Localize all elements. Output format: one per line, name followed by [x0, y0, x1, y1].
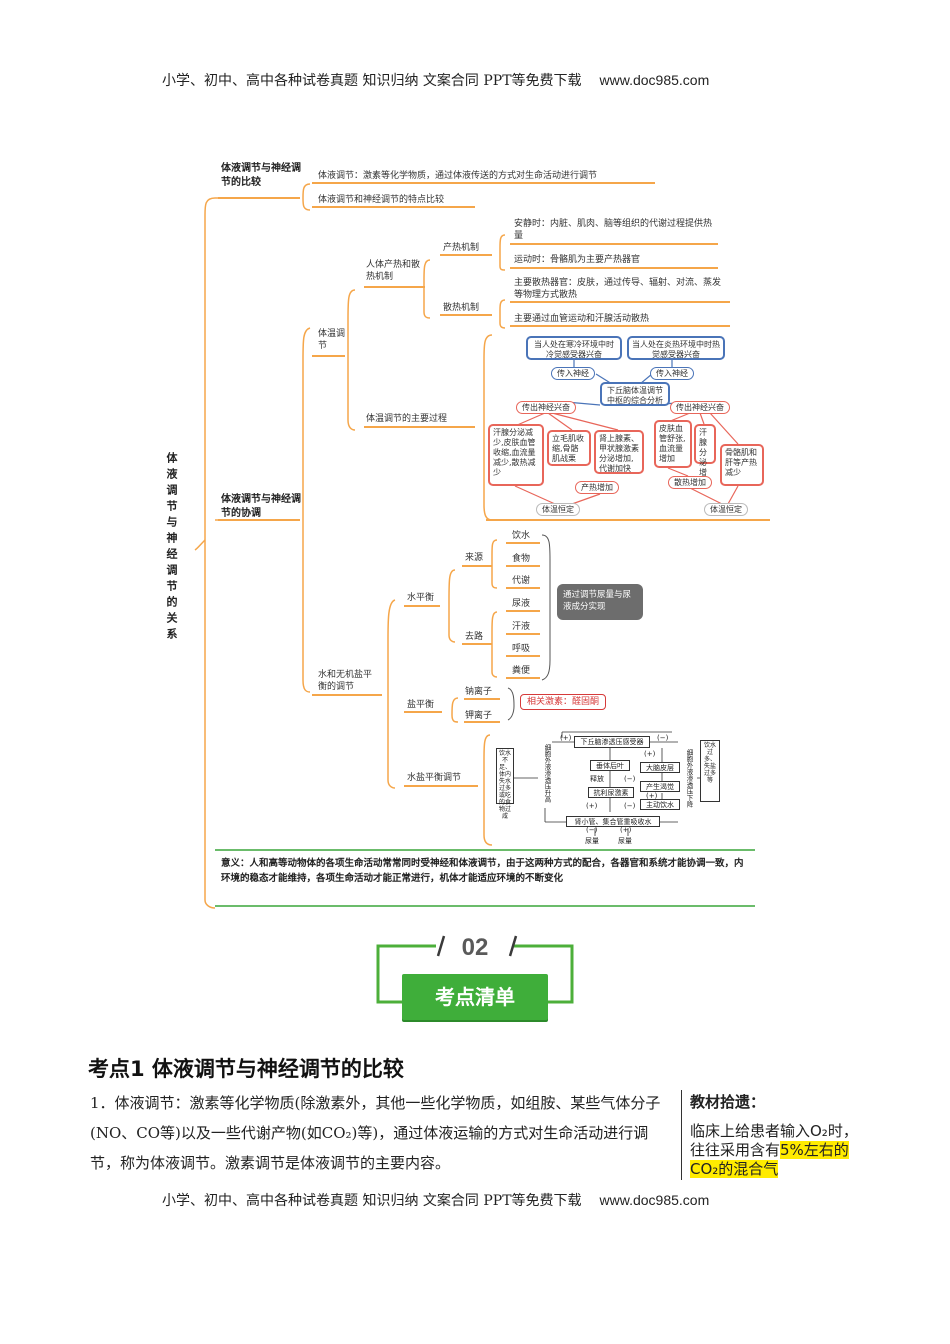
- badge-label: 考点清单: [435, 985, 515, 1009]
- flow-sign-2: (−): [657, 734, 669, 742]
- badge-label-box: 考点清单: [402, 974, 548, 1020]
- temp-stable-right: 体温恒定: [704, 503, 748, 516]
- source-2: 食物: [512, 554, 531, 564]
- water-source: 来源: [465, 553, 484, 563]
- heat-loss-up: 散热增加: [668, 476, 712, 489]
- flow-urine-right: 尿量: [618, 837, 632, 845]
- water-balance: 水平衡: [407, 593, 435, 603]
- sidebar: 教材拾遗： 临床上给患者输入O₂时，往往采用含有5%左右的CO₂的混合气: [690, 1093, 862, 1179]
- flow-sign-9: (+): [620, 826, 632, 834]
- water-note-box: 通过调节尿量与尿液成分实现: [557, 584, 643, 620]
- sidebar-divider: [681, 1090, 682, 1180]
- water-salt-label: 水和无机盐平衡的调节: [318, 670, 373, 692]
- flow-osmotic-up: 细胞外液渗透压升高: [538, 738, 552, 808]
- sink-4: 粪便: [512, 666, 531, 676]
- afferent-right: 传入神经: [650, 367, 694, 380]
- section-title: 考点1 体液调节与神经调节的比较: [88, 1057, 404, 1081]
- flow-thirst: 产生渴觉: [640, 781, 680, 792]
- hot-effect-2: 汗腺分泌增加: [694, 424, 716, 487]
- flow-sign-5: (+): [646, 792, 658, 800]
- footer-url[interactable]: www.doc985.com: [599, 1192, 710, 1208]
- flow-pituitary: 垂体后叶: [590, 760, 630, 771]
- hot-receptor-box: 当人处在炎热环境中时热觉感受器兴奋: [627, 336, 725, 360]
- section-paragraph: 1．体液调节：激素等化学物质(除激素外，其他一些化学物质，如组胺、某些气体分子(…: [90, 1094, 661, 1172]
- temp-label: 体温调节: [318, 329, 346, 351]
- mindmap-root-title: 体液调节与神经调节的关系: [165, 452, 178, 644]
- flow-osmotic-down: 细胞外液渗透压下降: [680, 738, 694, 818]
- hot-effect-1: 皮肤血管舒张,血流量增加: [654, 420, 692, 468]
- water-sink: 去路: [465, 632, 484, 642]
- afferent-left: 传入神经: [551, 367, 595, 380]
- flow-sign-8: (−): [586, 826, 598, 834]
- heat-loss: 散热机制: [443, 303, 480, 313]
- ion-sodium: 钠离子: [465, 687, 493, 697]
- badge-frame: [376, 935, 574, 1004]
- heat-loss-item-1: 主要散热器官：皮肤，通过传导、辐射、对流、蒸发等物理方式散热: [514, 278, 722, 300]
- sidebar-text: 临床上给患者输入O₂时，往往采用含有5%左右的CO₂的混合气: [690, 1122, 862, 1179]
- section-badge: 02 考点清单: [372, 934, 578, 1024]
- flow-left-cause: 饮水不足、体内失水过多或吃的食物过咸: [496, 748, 514, 820]
- flow-sign-4: (−): [624, 775, 636, 783]
- hormone-label: 相关激素：醛固酮: [527, 697, 600, 707]
- sink-3: 呼吸: [512, 644, 531, 654]
- flow-sign-3: (+): [644, 750, 656, 758]
- mind-map: 体液调节与神经调节的关系 体液调节与神经调节的比较 体液调节：激素等化学物质，通…: [165, 163, 770, 909]
- heat-loss-item-2: 主要通过血管运动和汗腺活动散热: [514, 314, 650, 324]
- badge-number: 02: [461, 934, 489, 961]
- cold-effect-1: 汗腺分泌减少,皮肤血管收缩,血流量减少,散热减少: [488, 424, 544, 486]
- flow-drink: 主动饮水: [640, 799, 680, 810]
- flow-cortex: 大脑皮层: [640, 762, 680, 773]
- cold-receptor-box: 当人处在寒冷环境中时冷觉感受器兴奋: [526, 336, 622, 360]
- flow-release: 释放: [590, 775, 604, 783]
- efferent-right: 传出神经兴奋: [670, 401, 730, 414]
- heat-production: 产热机制: [443, 243, 480, 253]
- hormone-box: 相关激素：醛固酮: [520, 694, 607, 710]
- sink-2: 汗液: [512, 622, 531, 632]
- flow-sign-7: (+): [586, 802, 598, 810]
- cold-effect-3: 肾上腺素、甲状腺激素分泌增加,代谢加快: [594, 430, 644, 474]
- efferent-left: 传出神经兴奋: [516, 401, 576, 414]
- flow-kidney: 肾小管、集合管重吸收水: [566, 816, 660, 827]
- mind-map-lines: [194, 182, 770, 909]
- ion-potassium: 钾离子: [465, 711, 493, 721]
- branch1-title: 体液调节与神经调节的比较: [221, 163, 301, 188]
- temp-mechanism: 人体产热和散热机制: [366, 260, 421, 282]
- source-3: 代谢: [512, 576, 531, 586]
- page-footer: 小学、初中、高中各种试卷真题 知识归纳 文案合同 PPT等免费下载 www.doc…: [162, 1190, 709, 1210]
- footer-text: 小学、初中、高中各种试卷真题 知识归纳 文案合同 PPT等免费下载: [162, 1193, 582, 1209]
- mindmap-meaning: 意义：人和高等动物体的各项生命活动常常同时受神经和体液调节，由于这两种方式的配合…: [221, 858, 744, 884]
- salt-balance: 盐平衡: [407, 700, 435, 710]
- source-1: 饮水: [512, 531, 531, 541]
- flow-receptor: 下丘脑渗透压感受器: [574, 736, 650, 748]
- flow-right-cause: 饮水过多、失盐过多等: [700, 740, 720, 802]
- branch2-title: 体液调节与神经调节的协调: [221, 494, 301, 519]
- hot-effect-3: 骨骼肌和肝等产热减少: [720, 444, 764, 486]
- cold-effect-2: 立毛肌收缩,骨骼肌战栗: [547, 430, 591, 466]
- temp-process: 体温调节的主要过程: [366, 414, 448, 424]
- flow-sign-6: (−): [624, 802, 636, 810]
- flow-urine-left: 尿量: [585, 837, 599, 845]
- branch1-item-2: 体液调节和神经调节的特点比较: [318, 195, 445, 205]
- flow-adh: 抗利尿激素: [588, 787, 634, 798]
- sidebar-title: 教材拾遗：: [690, 1093, 766, 1111]
- page-header: 小学、初中、高中各种试卷真题 知识归纳 文案合同 PPT等免费下载 www.doc…: [162, 70, 709, 90]
- hypothalamus-center: 下丘脑体温调节中枢的综合分析: [600, 382, 670, 406]
- header-url[interactable]: www.doc985.com: [599, 72, 710, 88]
- flow-sign-1: (+): [560, 734, 572, 742]
- sink-1: 尿液: [512, 599, 531, 609]
- branch1-item-1: 体液调节：激素等化学物质，通过体液传送的方式对生命活动进行调节: [318, 171, 598, 181]
- water-salt-regulation: 水盐平衡调节: [407, 773, 462, 783]
- water-note: 通过调节尿量与尿液成分实现: [563, 590, 632, 612]
- temp-stable-left: 体温恒定: [536, 503, 580, 516]
- heat-production-up: 产热增加: [575, 481, 619, 494]
- heat-prod-item-1: 安静时：内脏、肌肉、脑等组织的代谢过程提供热量: [514, 219, 713, 241]
- sidebar-plain: 临床上给患者输入O₂时，往往采用含有: [690, 1122, 858, 1159]
- header-text: 小学、初中、高中各种试卷真题 知识归纳 文案合同 PPT等免费下载: [162, 73, 582, 89]
- heat-prod-item-2: 运动时：骨骼肌为主要产热器官: [514, 255, 641, 265]
